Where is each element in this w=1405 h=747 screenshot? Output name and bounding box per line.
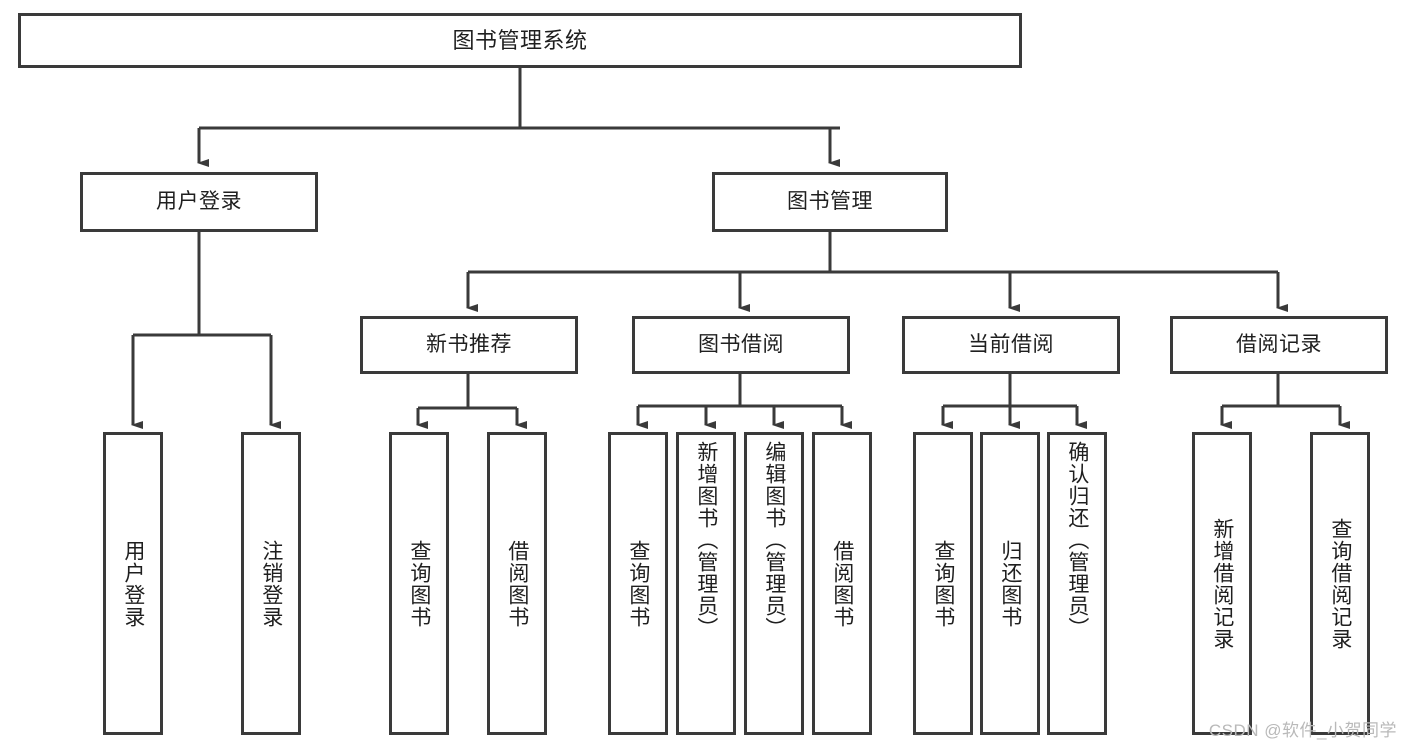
node-label: 图书管理 — [787, 189, 873, 213]
leaf-user-login-logout[interactable]: 注销登录 — [241, 432, 301, 735]
node-label: 用户登录 — [121, 539, 145, 628]
leaf-text-wrap: 借阅图书 — [490, 435, 544, 732]
node-label: 图书管理系统 — [452, 27, 588, 53]
node-label: 用户登录 — [156, 189, 242, 213]
node-label: 确认归还（管理员） — [1065, 441, 1089, 639]
leaf-text-wrap: 查询图书 — [916, 435, 970, 732]
leaf-text-wrap: 确认归还（管理员） — [1050, 435, 1104, 738]
leaf-text-wrap: 新增借阅记录 — [1195, 435, 1249, 732]
node-label: 新增借阅记录 — [1210, 517, 1234, 650]
leaf-book-borrow-query[interactable]: 查询图书 — [608, 432, 668, 735]
node-label: 查询借阅记录 — [1328, 517, 1352, 650]
node-label: 归还图书 — [998, 539, 1022, 628]
leaf-borrow-record-add[interactable]: 新增借阅记录 — [1192, 432, 1252, 735]
leaf-text-wrap: 查询图书 — [611, 435, 665, 732]
leaf-text-wrap: 查询借阅记录 — [1313, 435, 1367, 732]
leaf-current-borrow-return[interactable]: 归还图书 — [980, 432, 1040, 735]
node-label: 编辑图书（管理员） — [762, 441, 786, 639]
node-label: 新增图书（管理员） — [694, 441, 718, 639]
node-label: 查询图书 — [931, 539, 955, 628]
leaf-text-wrap: 新增图书（管理员） — [679, 435, 733, 738]
leaf-borrow-record-query[interactable]: 查询借阅记录 — [1310, 432, 1370, 735]
leaf-text-wrap: 借阅图书 — [815, 435, 869, 732]
node-label: 查询图书 — [407, 539, 431, 628]
leaf-text-wrap: 查询图书 — [392, 435, 446, 732]
leaf-book-borrow-edit[interactable]: 编辑图书（管理员） — [744, 432, 804, 735]
node-user-login[interactable]: 用户登录 — [80, 172, 318, 232]
leaf-current-borrow-query[interactable]: 查询图书 — [913, 432, 973, 735]
node-label: 当前借阅 — [968, 332, 1054, 356]
node-book-borrow[interactable]: 图书借阅 — [632, 316, 850, 374]
node-new-book-recommend[interactable]: 新书推荐 — [360, 316, 578, 374]
csdn-watermark: CSDN @软件_小贺同学 — [1208, 721, 1397, 740]
leaf-text-wrap: 归还图书 — [983, 435, 1037, 732]
node-label: 图书借阅 — [698, 332, 784, 356]
node-label: 借阅图书 — [830, 539, 854, 628]
leaf-text-wrap: 用户登录 — [106, 435, 160, 732]
leaf-user-login-login[interactable]: 用户登录 — [103, 432, 163, 735]
leaf-text-wrap: 注销登录 — [244, 435, 298, 732]
node-label: 查询图书 — [626, 539, 650, 628]
leaf-new-book-query[interactable]: 查询图书 — [389, 432, 449, 735]
node-current-borrow[interactable]: 当前借阅 — [902, 316, 1120, 374]
leaf-new-book-borrow[interactable]: 借阅图书 — [487, 432, 547, 735]
node-label: 借阅图书 — [505, 539, 529, 628]
node-label: 注销登录 — [259, 539, 283, 628]
node-label: 新书推荐 — [426, 332, 512, 356]
leaf-book-borrow-add[interactable]: 新增图书（管理员） — [676, 432, 736, 735]
node-label: 借阅记录 — [1236, 332, 1322, 356]
node-book-management[interactable]: 图书管理 — [712, 172, 948, 232]
leaf-current-borrow-confirm[interactable]: 确认归还（管理员） — [1047, 432, 1107, 735]
leaf-book-borrow-borrow[interactable]: 借阅图书 — [812, 432, 872, 735]
leaf-text-wrap: 编辑图书（管理员） — [747, 435, 801, 738]
node-borrow-record[interactable]: 借阅记录 — [1170, 316, 1388, 374]
node-root-system[interactable]: 图书管理系统 — [18, 13, 1022, 68]
